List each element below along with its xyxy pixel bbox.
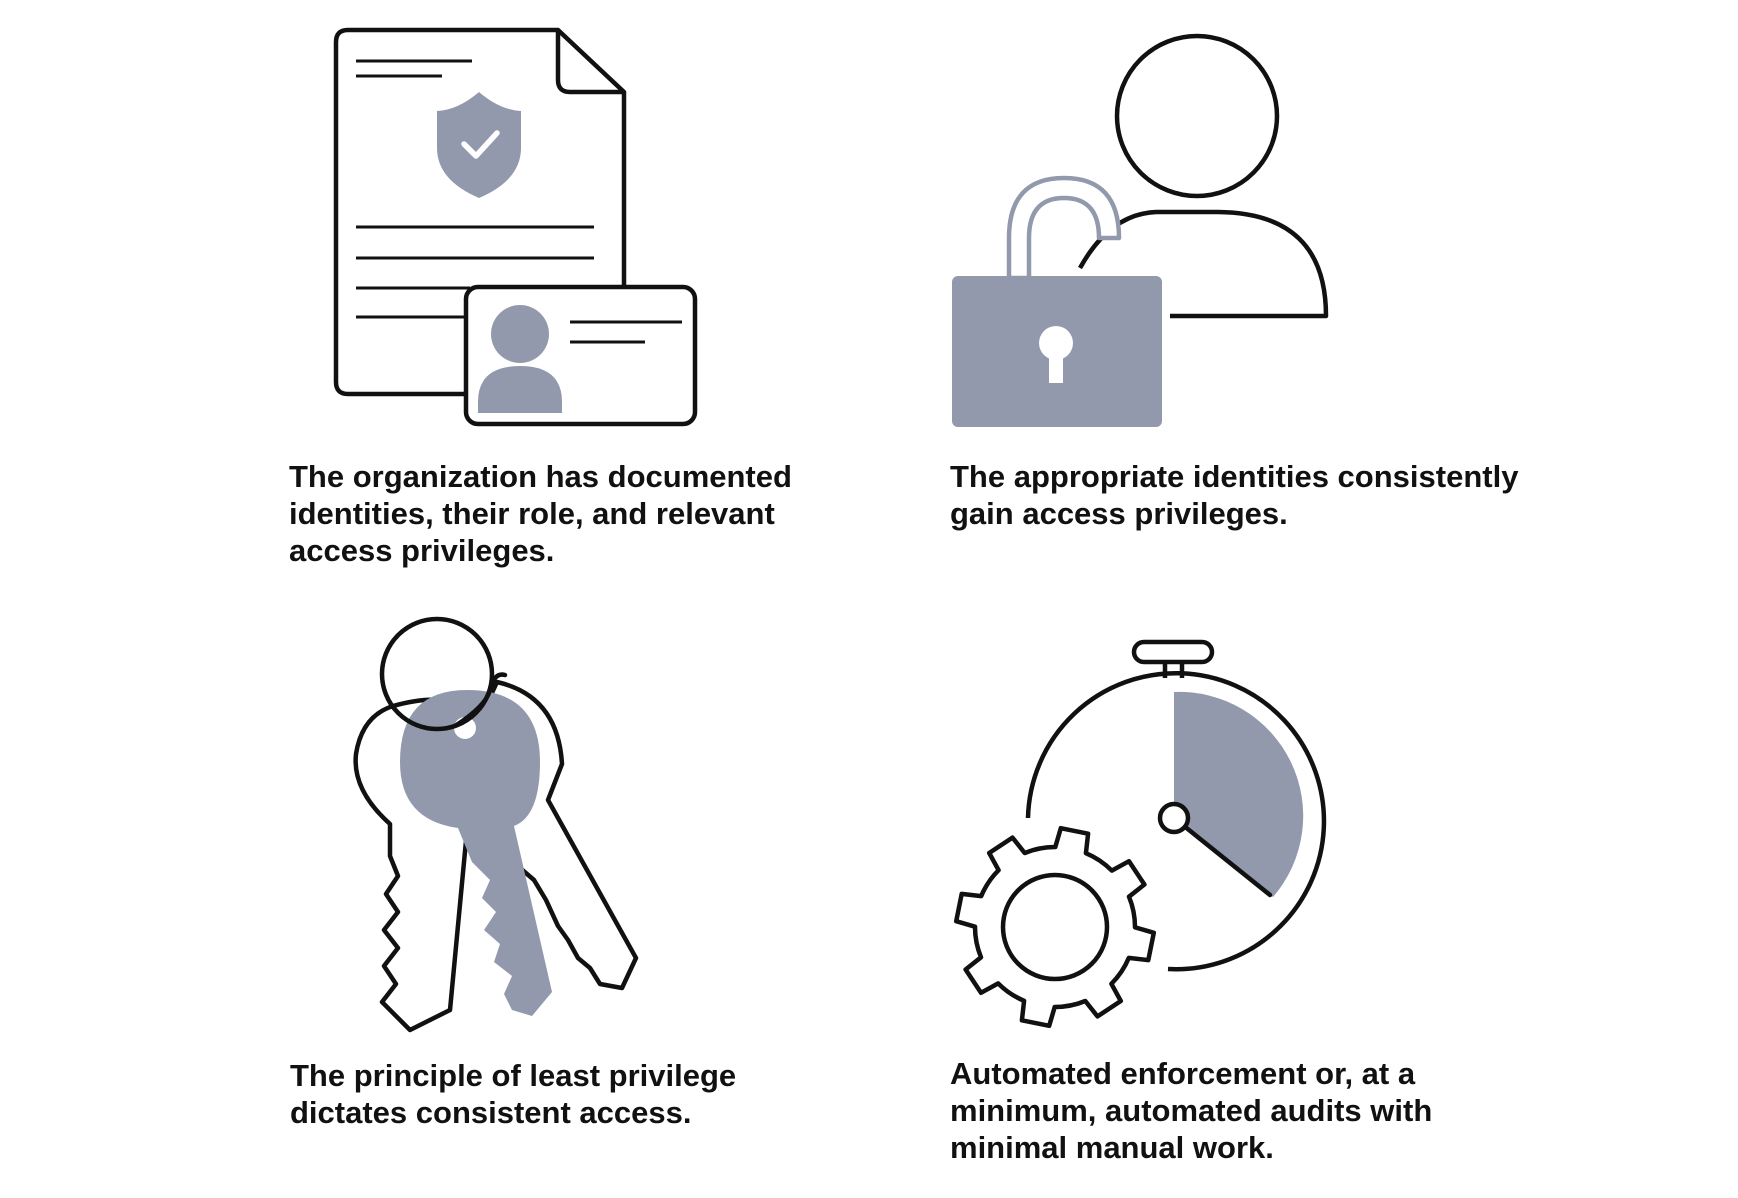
panel-automated-enforcement: Automated enforcement or, at a minimum, … [860,600,1738,1198]
key-ring [379,616,495,732]
key-ring-link [452,672,508,729]
id-card-avatar-head [491,305,549,363]
stopwatch-pivot [1157,801,1191,835]
caption-appropriate-identities: The appropriate identities consistently … [950,459,1519,531]
stopwatch-hand [1181,823,1273,898]
checkmark-icon [461,130,500,159]
stopwatch-with-gear-icon [953,639,1327,1029]
document-fold [555,30,624,95]
document-with-shield-and-id-card-icon [333,27,698,427]
person-head [1114,33,1280,199]
keys-on-ring-icon [353,616,639,1033]
stopwatch-face [1025,670,1327,972]
stopwatch-crown [1131,639,1215,665]
front-key [400,690,552,1016]
gear-icon [953,825,1157,1029]
shield-icon [437,92,521,198]
panel-least-privilege: The principle of least privilege dictate… [0,600,860,1198]
keyhole-top [1039,326,1073,360]
person-with-open-padlock-icon [952,33,1329,427]
caption-documented-identities: The organization has documented identiti… [289,459,792,568]
caption-automated-enforcement: Automated enforcement or, at a minimum, … [950,1056,1433,1165]
keyhole-slot [1049,350,1063,383]
caption-least-privilege: The principle of least privilege dictate… [290,1058,737,1130]
panel-appropriate-identities: The appropriate identities consistently … [860,0,1738,600]
panel-documented-identities: The organization has documented identiti… [0,0,860,600]
id-card-avatar-body [478,366,562,413]
padlock-shackle [1006,175,1122,281]
elapsed-time-wedge [1174,691,1304,897]
